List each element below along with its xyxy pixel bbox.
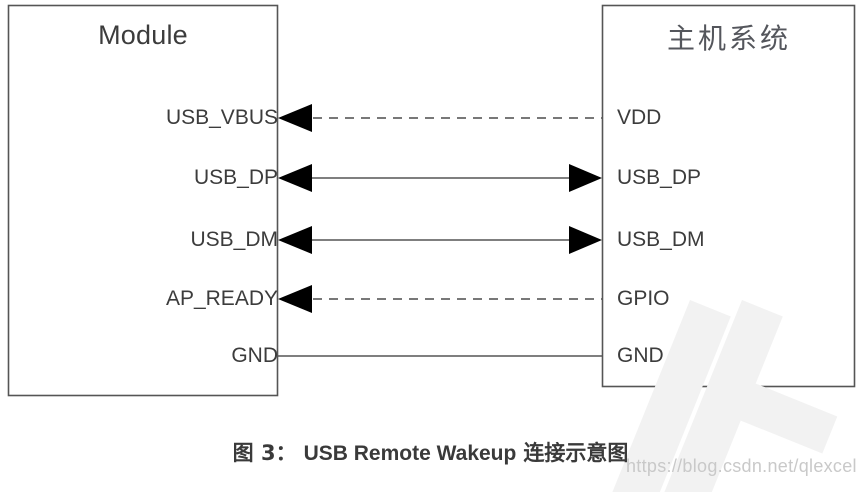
arrowhead-left-usbdp [278,164,312,192]
connection-vdd-usbvbus [278,104,602,132]
connection-usbdp [278,164,602,192]
figure-caption: 图 3： USB Remote Wakeup 连接示意图 [0,437,861,467]
module-pin-label-gnd: GND [231,344,278,367]
connection-gpio-apready [278,285,602,313]
module-block-outline [7,4,279,397]
host-pin-label-usb-dp: USB_DP [617,166,702,189]
connection-usbdm [278,226,602,254]
module-block-title: Module [98,20,188,50]
host-pin-label-gnd: GND [617,344,664,367]
arrowhead-right-usbdm [569,226,602,254]
module-pin-label-ap-ready: AP_READY [165,287,278,310]
module-pin-label-usb-vbus: USB_VBUS [165,106,278,129]
host-pin-label-usb-dm: USB_DM [617,228,705,251]
figure-caption-label: 图 3： [232,441,297,465]
figure-caption-title-en: USB Remote Wakeup [303,442,517,465]
arrowhead-left-vbus [278,104,312,132]
arrowhead-right-usbdp [569,164,602,192]
arrowhead-left-usbdm [278,226,312,254]
host-block-outline [601,4,856,388]
figure-caption-title-cn: 连接示意图 [523,441,629,465]
module-pin-label-usb-dp: USB_DP [193,166,278,189]
host-block-title: 主机系统 [666,22,791,55]
module-pin-label-usb-dm: USB_DM [190,228,278,251]
arrowhead-left-apready [278,285,312,313]
host-pin-label-vdd: VDD [617,106,662,129]
host-pin-label-gpio: GPIO [617,287,670,310]
